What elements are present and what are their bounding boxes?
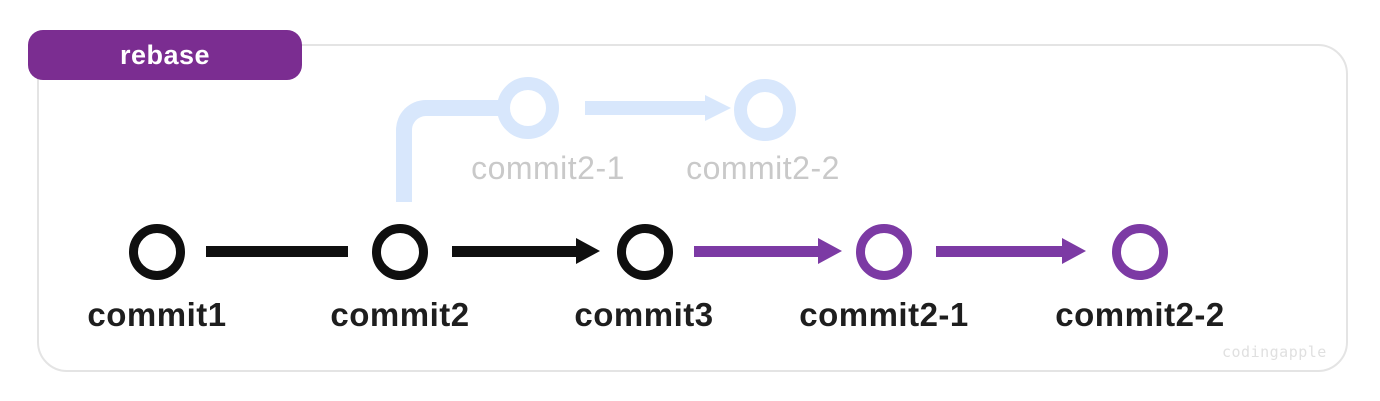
faded-commit-label: commit2-1 [471, 150, 625, 186]
commit-label: commit3 [574, 296, 714, 333]
commit-label: commit2-1 [799, 296, 969, 333]
arrow-head-icon [1062, 238, 1086, 264]
arrow-head-icon [818, 238, 842, 264]
commit-node-commit3 [617, 224, 673, 280]
commit-label: commit2 [330, 296, 470, 333]
rebase-badge-label: rebase [119, 39, 211, 70]
commit-node-commit2 [372, 224, 428, 280]
faded-commit-node-commit2-1 [497, 77, 559, 139]
faded-arrow-head-icon [705, 95, 731, 121]
commit-node-commit1 [129, 224, 185, 280]
diagram-frame [37, 44, 1348, 372]
commit-node-commit2-2 [1112, 224, 1168, 280]
rebase-badge: rebase [28, 30, 302, 80]
watermark: codingapple [1222, 343, 1327, 361]
faded-arrow-shaft [585, 101, 705, 115]
arrow-head-icon [576, 238, 600, 264]
commit-node-commit2-1 [856, 224, 912, 280]
commit-label: commit2-2 [1055, 296, 1225, 333]
faded-commit-label: commit2-2 [686, 150, 840, 186]
arrow-shaft [694, 246, 818, 257]
branch-elbow-connector [396, 100, 498, 202]
connector-line [206, 246, 348, 257]
commit-label: commit1 [87, 296, 227, 333]
arrow-shaft [936, 246, 1062, 257]
faded-commit-node-commit2-2 [734, 79, 796, 141]
arrow-shaft [452, 246, 576, 257]
